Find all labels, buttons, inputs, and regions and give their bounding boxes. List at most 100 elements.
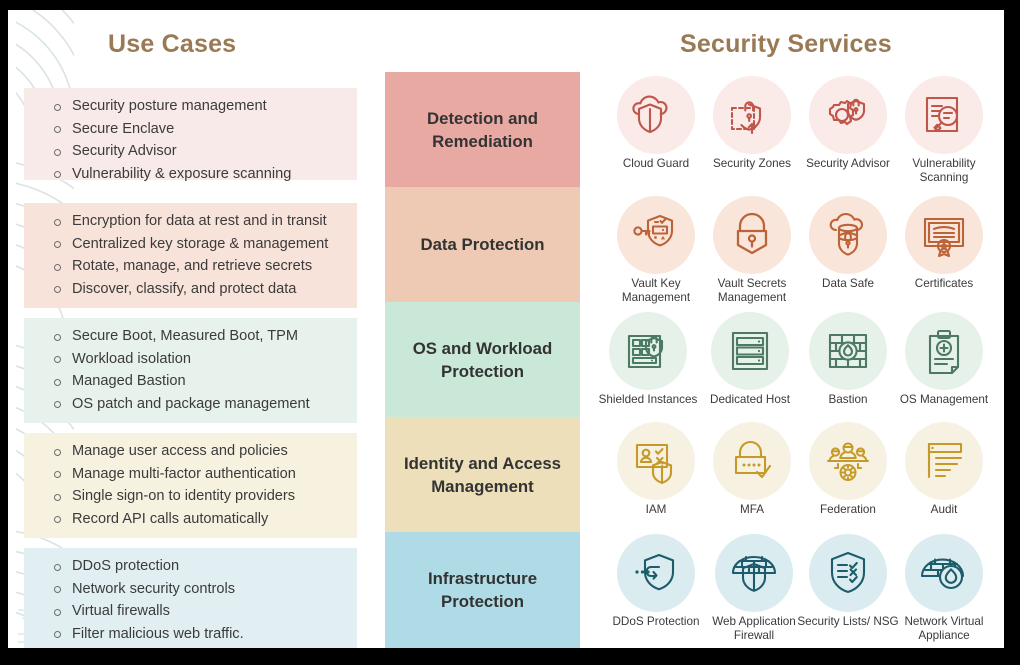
category-infrastructure-protection[interactable]: Infrastructure Protection [385, 532, 580, 648]
service-label: Security Advisor [806, 157, 890, 170]
brick-wall-shield-icon [731, 555, 777, 592]
service-iam[interactable]: IAM [604, 422, 708, 517]
service-label: Web Application Firewall [712, 615, 796, 642]
service-security-lists-nsg[interactable]: Security Lists/ NSG [796, 534, 900, 629]
service-network-virtual-appliance[interactable]: Network Virtual Appliance [892, 534, 996, 643]
brick-wall-flame-circle-icon [920, 558, 965, 590]
service-os-management[interactable]: OS Management [892, 312, 996, 407]
service-label: Bastion [828, 393, 868, 406]
key-shield-icon [633, 214, 674, 247]
bullet-icon [54, 218, 61, 226]
bullet-icon [54, 263, 61, 271]
bullet-icon [54, 586, 61, 594]
service-mfa[interactable]: MFA [700, 422, 804, 517]
use-case-group-detection-and-remediation: Security posture management Secure Encla… [24, 88, 357, 182]
list-item: Security posture management [24, 95, 357, 118]
bullet-icon [54, 333, 61, 341]
slide-canvas: Use Cases Security Services Security pos… [8, 10, 1004, 648]
shield-deflect-arrow-icon [635, 553, 675, 591]
category-data-protection[interactable]: Data Protection [385, 187, 580, 302]
bullet-icon [54, 401, 61, 409]
service-label: DDoS Protection [612, 615, 700, 628]
shield-checklist-icon [830, 551, 866, 594]
bullet-icon [54, 471, 61, 479]
bullet-icon [54, 378, 61, 386]
document-lines-icon [927, 442, 963, 479]
bullet-icon [54, 448, 61, 456]
service-label: Federation [820, 503, 876, 516]
cloud-database-shield-icon [829, 212, 864, 256]
service-vulnerability-scanning[interactable]: Vulnerability Scanning [892, 76, 996, 185]
service-label: Network Virtual Appliance [904, 615, 984, 642]
service-security-advisor[interactable]: Security Advisor [796, 76, 900, 171]
service-vault-key-management[interactable]: Vault Key Management [604, 196, 708, 305]
server-rack-icon [731, 331, 769, 371]
service-label: Vulnerability Scanning [912, 157, 976, 184]
list-item: OS patch and package management [24, 393, 357, 416]
list-item: Record API calls automatically [24, 508, 357, 531]
category-label: Detection and Remediation [427, 108, 538, 151]
service-cloud-guard[interactable]: Cloud Guard [604, 76, 708, 171]
service-ddos-protection[interactable]: DDoS Protection [604, 534, 708, 629]
brick-wall-flame-icon [828, 333, 868, 369]
bullet-icon [54, 103, 61, 111]
people-gear-icon [827, 442, 869, 481]
list-item: Centralized key storage & management [24, 233, 357, 256]
document-magnifier-icon [925, 96, 959, 133]
use-case-group-infrastructure-protection: DDoS protection Network security control… [24, 548, 357, 648]
list-item: Network security controls [24, 578, 357, 601]
list-item: Rotate, manage, and retrieve secrets [24, 255, 357, 278]
service-label: Dedicated Host [710, 393, 790, 406]
category-label: Infrastructure Protection [427, 569, 538, 611]
cloud-shield-icon [632, 95, 668, 134]
service-certificates[interactable]: Certificates [892, 196, 996, 291]
bullet-icon [54, 631, 61, 639]
bullet-icon [54, 516, 61, 524]
list-item: Single sign-on to identity providers [24, 485, 357, 508]
service-label: Security Zones [713, 157, 791, 170]
clipboard-plus-icon [928, 329, 960, 375]
service-security-zones[interactable]: Security Zones [700, 76, 804, 171]
category-detection-and-remediation[interactable]: Detection and Remediation [385, 72, 580, 187]
padlock-keyhole-icon [736, 212, 768, 255]
service-label: Security Lists/ NSG [797, 615, 899, 628]
list-item: Virtual firewalls [24, 600, 357, 623]
bullet-icon [54, 286, 61, 294]
service-vault-secrets-management[interactable]: Vault Secrets Management [700, 196, 804, 305]
category-os-and-workload-protection[interactable]: OS and Workload Protection [385, 302, 580, 417]
bullet-icon [54, 356, 61, 364]
category-label: Data Protection [420, 235, 545, 254]
dashed-box-lock-shield-icon [730, 101, 762, 135]
service-dedicated-host[interactable]: Dedicated Host [698, 312, 802, 407]
service-shielded-instances[interactable]: Shielded Instances [596, 312, 700, 407]
service-bastion[interactable]: Bastion [796, 312, 900, 407]
list-item: Manage multi-factor authentication [24, 463, 357, 486]
service-label: OS Management [899, 393, 989, 406]
category-label: OS and Workload Protection [412, 338, 553, 381]
service-label: MFA [739, 503, 765, 516]
service-audit[interactable]: Audit [892, 422, 996, 517]
bullet-icon [54, 493, 61, 501]
bullet-icon [54, 126, 61, 134]
page-title-security-services: Security Services [680, 30, 892, 58]
list-item: Managed Bastion [24, 370, 357, 393]
service-label: Vault Secrets Management [717, 277, 787, 304]
service-web-application-firewall[interactable]: Web Application Firewall [702, 534, 806, 643]
use-case-group-os-and-workload-protection: Secure Boot, Measured Boot, TPM Workload… [24, 318, 357, 423]
service-federation[interactable]: Federation [796, 422, 900, 517]
service-label: Shielded Instances [598, 393, 698, 406]
list-item: Workload isolation [24, 348, 357, 371]
service-label: Audit [930, 503, 958, 516]
service-label: Vault Key Management [621, 277, 691, 304]
use-case-group-identity-and-access-management: Manage user access and policies Manage m… [24, 433, 357, 538]
gear-lock-shield-icon [828, 98, 866, 126]
category-identity-and-access-management[interactable]: Identity and Access Management [385, 417, 580, 532]
list-item: Encryption for data at rest and in trans… [24, 210, 357, 233]
user-card-shield-icon [635, 443, 673, 485]
list-item: Filter malicious web traffic. [24, 623, 357, 646]
service-label: Cloud Guard [622, 157, 690, 170]
list-item: DDoS protection [24, 555, 357, 578]
service-label: IAM [645, 503, 667, 516]
service-data-safe[interactable]: Data Safe [796, 196, 900, 291]
list-item: Secure Enclave [24, 118, 357, 141]
